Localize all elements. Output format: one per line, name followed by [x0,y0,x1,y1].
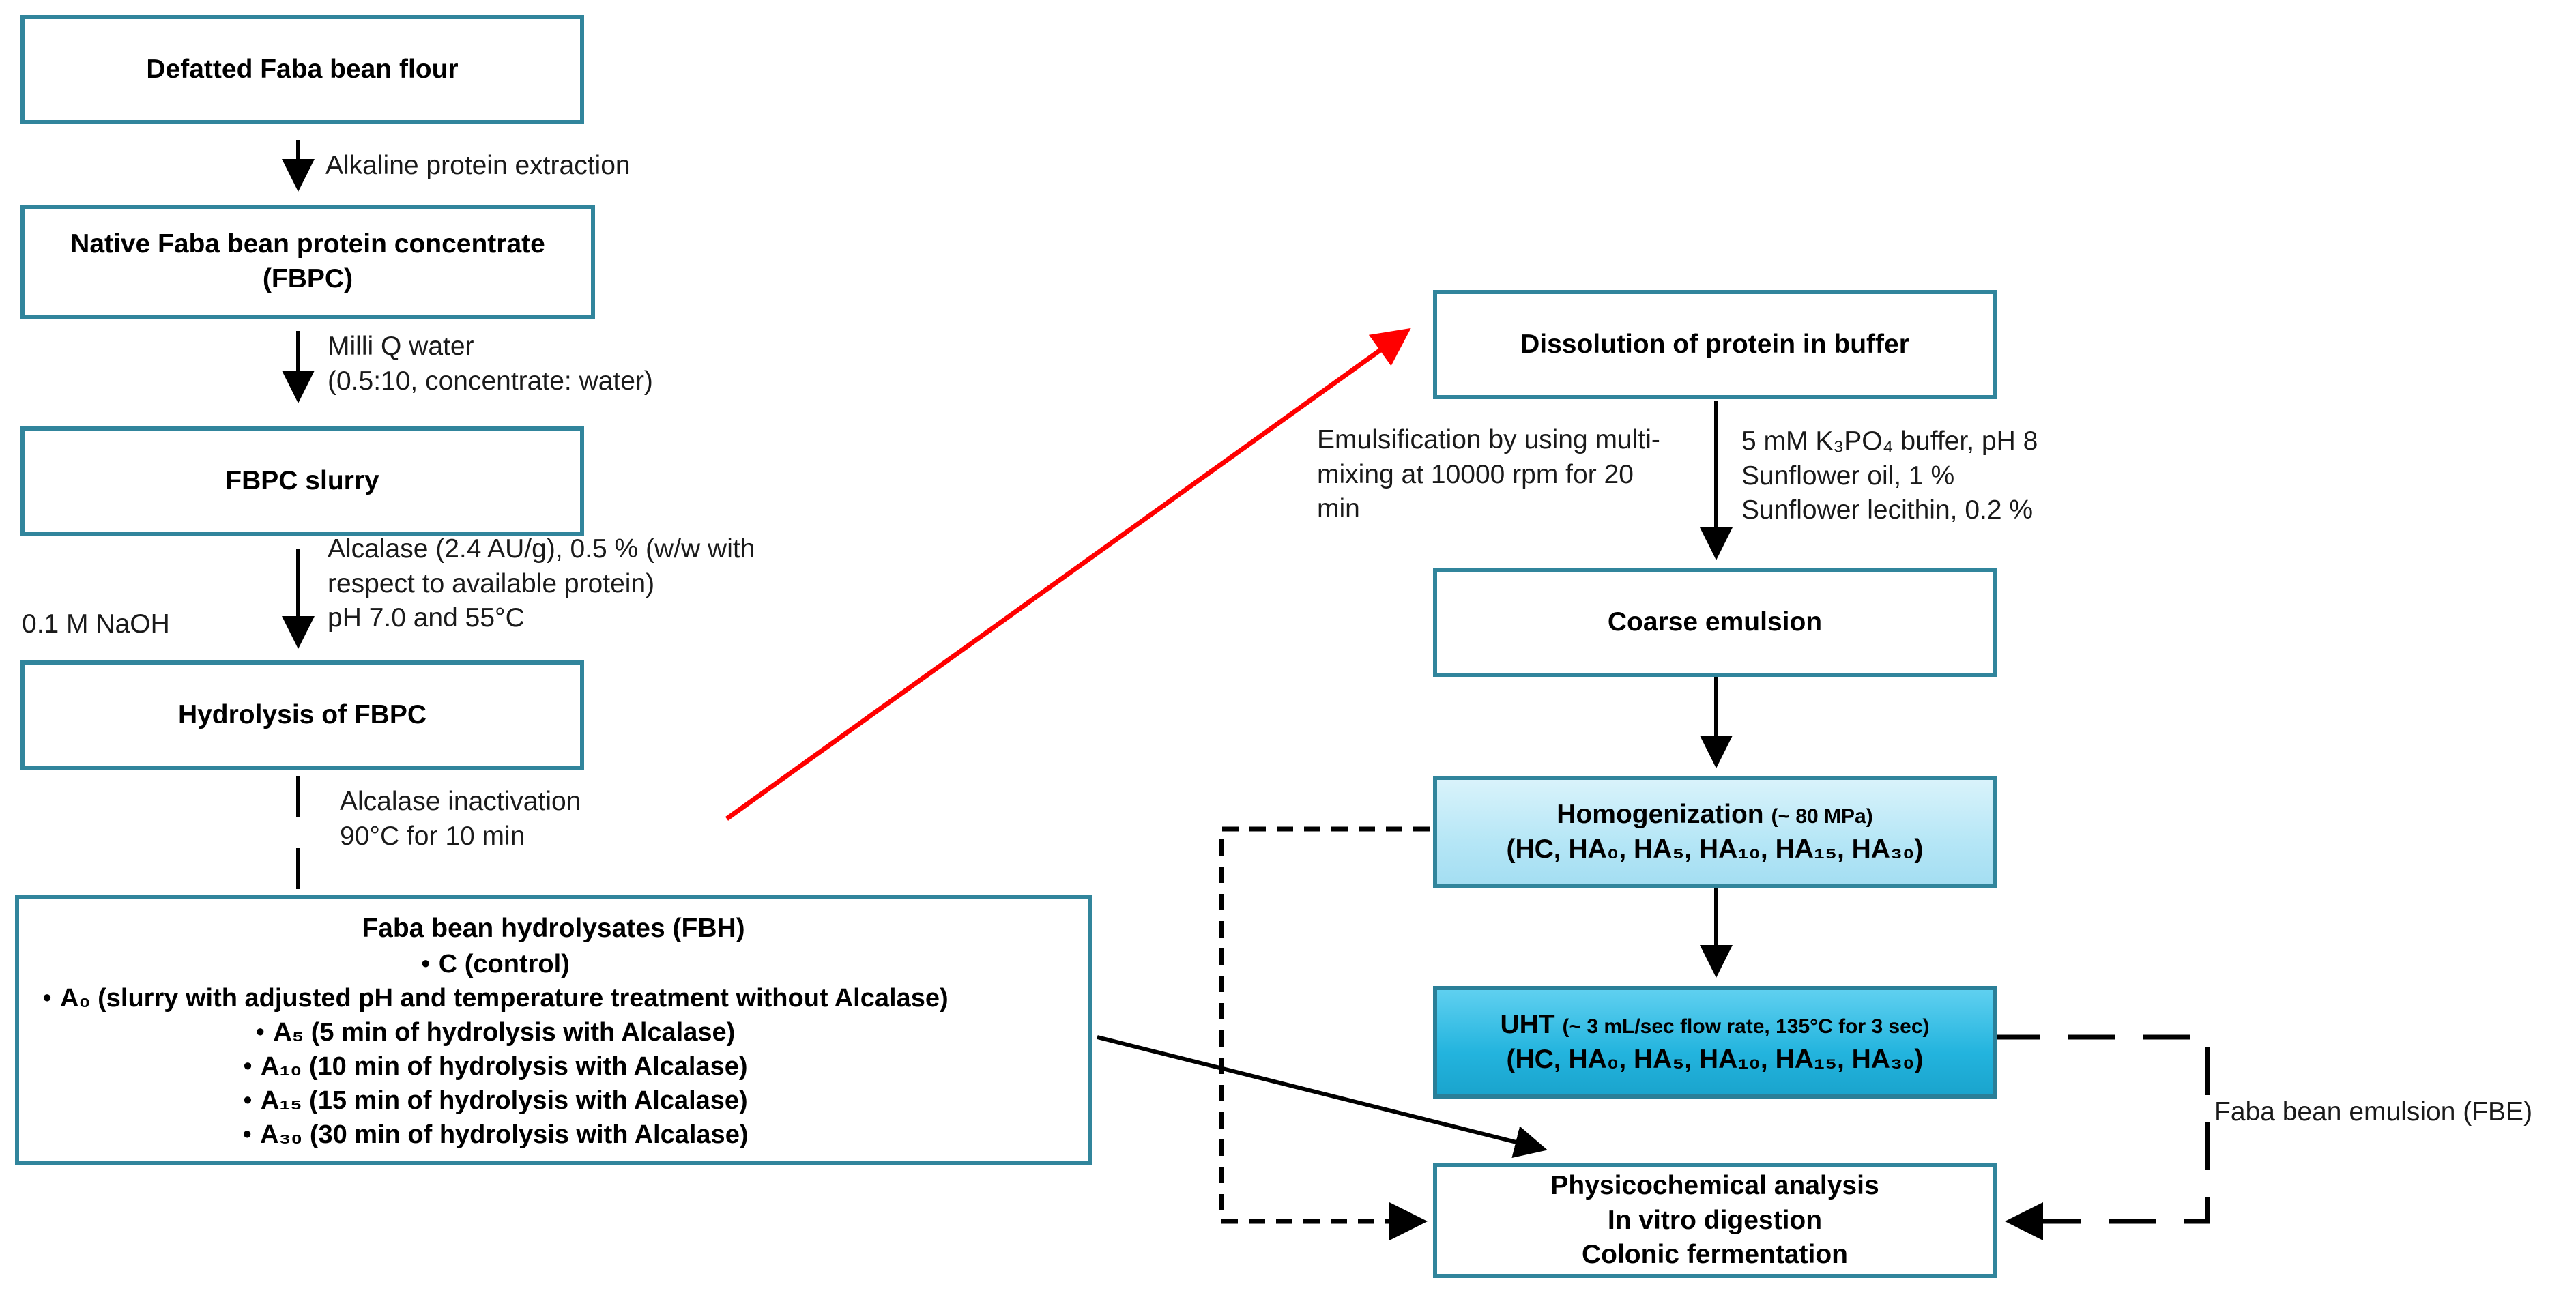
uht-title: UHT [1500,1009,1555,1039]
naoh-label: 0.1 M NaOH [22,609,170,639]
dissolution-text: Dissolution of protein in buffer [1520,329,1909,359]
milliq-water-line2: (0.5:10, concentrate: water) [328,366,653,396]
analysis-line3: Colonic fermentation [1581,1240,1849,1270]
hydrolysis-text: Hydrolysis of FBPC [177,699,427,729]
homogenization-title: Homogenization [1557,799,1764,829]
alcalase-line2: respect to available protein) [328,568,655,598]
defatted-flour-text: Defatted Faba bean flour [146,54,459,84]
emulsification-label: Emulsification by using multi- mixing at… [1317,423,1660,527]
coarse-emulsion-text: Coarse emulsion [1607,607,1823,637]
emulsification-line2: mixing at 10000 rpm for 20 [1317,459,1634,489]
hydrolysate-item-a30: A₃₀ (30 min of hydrolysis with Alcalase) [34,1118,949,1152]
fbpc-slurry-text: FBPC slurry [225,465,379,495]
hydrolysis-box: Hydrolysis of FBPC [20,660,584,770]
hydrolysate-item-a5: A₅ (5 min of hydrolysis with Alcalase) [34,1015,949,1049]
emulsification-line1: Emulsification by using multi- [1317,425,1660,454]
defatted-flour-box: Defatted Faba bean flour [20,15,584,124]
hydrolysate-item-a15: A₁₅ (15 min of hydrolysis with Alcalase) [34,1084,949,1118]
homogenization-condition: (~ 80 MPa) [1771,804,1873,828]
milliq-water-label: Milli Q water (0.5:10, concentrate: wate… [328,330,653,398]
buffer-line1: 5 mM K₃PO₄ buffer, pH 8 [1741,426,2038,456]
alkaline-extraction-label: Alkaline protein extraction [325,151,631,180]
native-fbpc-line2: (FBPC) [262,264,353,293]
emulsification-line3: min [1317,494,1360,524]
arrow-red-to-dissolution [725,328,1411,821]
fbe-label: Faba bean emulsion (FBE) [2214,1097,2533,1127]
buffer-line2: Sunflower oil, 1 % [1741,461,1955,491]
dashed-uht-to-analysis [1993,1034,2210,1240]
hydrolysate-item-a10: A₁₀ (10 min of hydrolysis with Alcalase) [34,1049,949,1084]
buffer-line3: Sunflower lecithin, 0.2 % [1741,495,2034,525]
native-fbpc-line1: Native Faba bean protein concentrate [70,229,545,259]
analysis-line1: Physicochemical analysis [1550,1170,1879,1200]
native-fbpc-box: Native Faba bean protein concentrate (FB… [20,205,595,319]
hydrolysate-item-a0: A₀ (slurry with adjusted pH and temperat… [34,981,949,1015]
milliq-water-line1: Milli Q water [328,332,474,361]
homogenization-samples: (HC, HA₀, HA₅, HA₁₀, HA₁₅, HA₃₀) [1506,834,1924,864]
inactivation-line1: Alcalase inactivation [340,787,581,816]
uht-samples: (HC, HA₀, HA₅, HA₁₀, HA₁₅, HA₃₀) [1506,1044,1924,1074]
homogenization-box: Homogenization (~ 80 MPa) (HC, HA₀, HA₅,… [1433,776,1997,888]
fbpc-slurry-box: FBPC slurry [20,426,584,536]
alcalase-line3: pH 7.0 and 55°C [328,603,525,633]
hydrolysate-item-c: C (control) [34,947,949,981]
alcalase-label: Alcalase (2.4 AU/g), 0.5 % (w/w with res… [328,532,755,636]
analysis-box: Physicochemical analysis In vitro digest… [1433,1163,1997,1278]
hydrolysates-title: Faba bean hydrolysates (FBH) [362,914,745,943]
uht-box: UHT (~ 3 mL/sec flow rate, 135°C for 3 s… [1433,986,1997,1099]
inactivation-label: Alcalase inactivation 90°C for 10 min [340,785,581,854]
analysis-line2: In vitro digestion [1607,1205,1823,1235]
arrow-fbh-to-analysis [1097,1035,1548,1159]
coarse-emulsion-box: Coarse emulsion [1433,568,1997,677]
uht-condition: (~ 3 mL/sec flow rate, 135°C for 3 sec) [1562,1015,1930,1038]
buffer-label: 5 mM K₃PO₄ buffer, pH 8 Sunflower oil, 1… [1741,424,2038,528]
inactivation-line2: 90°C for 10 min [340,821,525,851]
hydrolysates-box: Faba bean hydrolysates (FBH) C (control)… [15,895,1092,1165]
dissolution-box: Dissolution of protein in buffer [1433,290,1997,399]
alcalase-line1: Alcalase (2.4 AU/g), 0.5 % (w/w with [328,534,755,564]
dashed-homogenization-to-analysis [1219,826,1430,1240]
hydrolysates-list: C (control) A₀ (slurry with adjusted pH … [34,947,949,1152]
